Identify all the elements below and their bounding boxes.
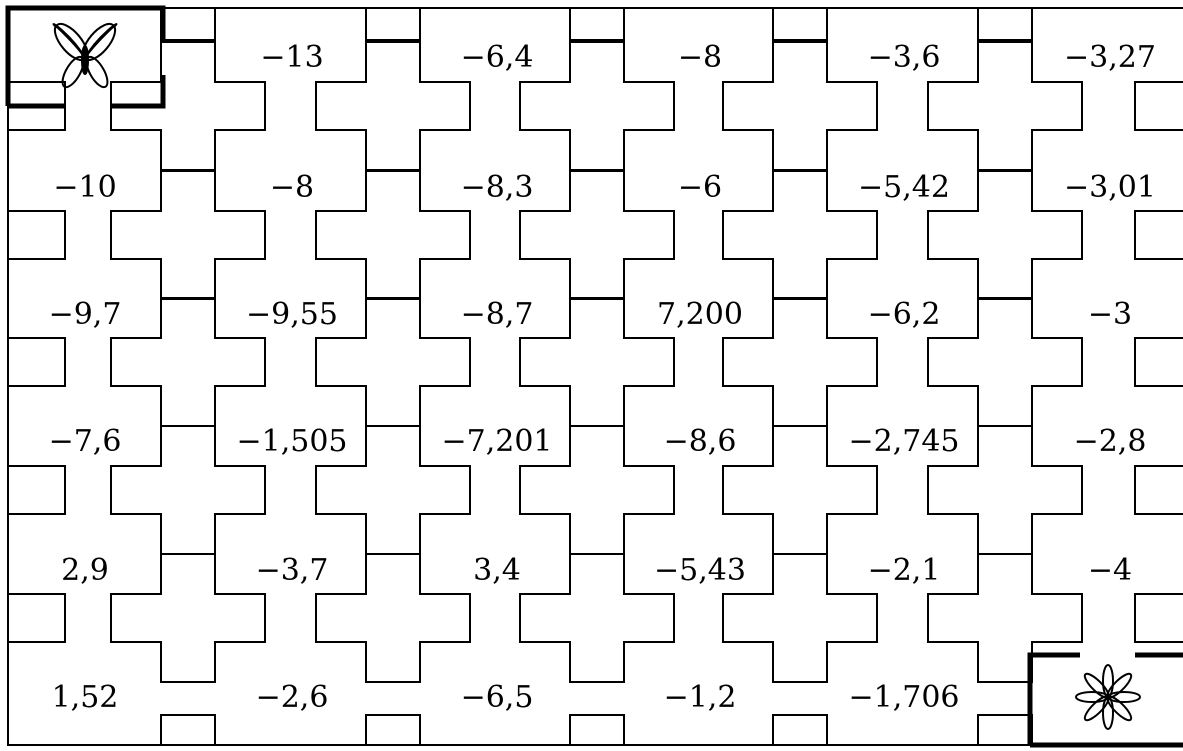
cell-value-r4-c0[interactable]: 2,9 <box>61 553 109 588</box>
cell-value-r5-c4[interactable]: −1,706 <box>848 680 959 715</box>
finish-cell-border <box>1027 652 1183 748</box>
cell-value-r5-c3[interactable]: −1,2 <box>664 680 737 715</box>
cell-value-r2-c4[interactable]: −6,2 <box>868 297 941 332</box>
cell-value-r1-c3[interactable]: −6 <box>678 170 722 205</box>
wall-edge-bottom <box>772 714 828 745</box>
wall-block <box>315 553 471 683</box>
cell-value-r5-c2[interactable]: −6,5 <box>461 680 534 715</box>
wall-edge-right <box>1134 337 1183 387</box>
cell-value-r3-c3[interactable]: −8,6 <box>664 424 737 459</box>
cell-value-r4-c3[interactable]: −5,43 <box>654 553 746 588</box>
cell-value-r0-c2[interactable]: −6,4 <box>461 40 534 75</box>
wall-block <box>519 297 675 427</box>
cell-value-r4-c2[interactable]: 3,4 <box>473 553 521 588</box>
cell-value-r5-c1[interactable]: −2,6 <box>256 680 329 715</box>
wall-block <box>722 297 878 427</box>
cell-value-r1-c4[interactable]: −5,42 <box>858 170 950 205</box>
wall-edge-top <box>772 8 828 41</box>
cell-value-r1-c0[interactable]: −10 <box>53 170 116 205</box>
finish-cell[interactable] <box>1027 652 1183 748</box>
cell-value-r3-c4[interactable]: −2,745 <box>848 424 959 459</box>
wall-block <box>927 297 1083 427</box>
wall-block <box>110 41 266 171</box>
wall-block <box>722 553 878 683</box>
wall-block <box>315 425 471 555</box>
cell-value-r0-c4[interactable]: −3,6 <box>868 40 941 75</box>
maze-outer-frame <box>7 7 1183 746</box>
wall-block <box>519 41 675 171</box>
maze-cells: −13 −6,4 −8 −3,6 −3,27 −10 −8 −8,3 −6 −5,42 −3,01 −… <box>49 40 1156 715</box>
wall-edge-bottom <box>569 714 625 745</box>
cell-value-r4-c5[interactable]: −4 <box>1088 553 1132 588</box>
wall-block <box>722 425 878 555</box>
wall-edge-left <box>8 337 66 387</box>
wall-block <box>519 170 675 300</box>
start-cell-border <box>5 5 166 109</box>
cell-value-r2-c5[interactable]: −3 <box>1088 297 1132 332</box>
wall-block <box>722 41 878 171</box>
cell-value-r0-c1[interactable]: −13 <box>260 40 323 75</box>
cell-value-r2-c1[interactable]: −9,55 <box>246 297 338 332</box>
wall-block <box>110 170 266 300</box>
wall-block <box>110 297 266 427</box>
wall-edge-bottom <box>977 714 1033 745</box>
flower-icon <box>1075 664 1141 730</box>
wall-edge-top <box>365 8 421 41</box>
wall-edge-top <box>977 8 1033 41</box>
cell-value-r3-c5[interactable]: −2,8 <box>1074 424 1147 459</box>
cell-value-r2-c3[interactable]: 7,200 <box>657 297 743 332</box>
wall-block <box>722 170 878 300</box>
cell-value-r3-c1[interactable]: −1,505 <box>236 424 347 459</box>
cell-value-r3-c0[interactable]: −7,6 <box>49 424 122 459</box>
cell-value-r0-c3[interactable]: −8 <box>678 40 722 75</box>
wall-edge-bottom <box>160 714 216 745</box>
wall-block <box>519 425 675 555</box>
wall-edge-left <box>8 593 66 643</box>
wall-edge-left <box>8 210 66 260</box>
butterfly-icon <box>52 22 118 89</box>
wall-block <box>927 170 1083 300</box>
wall-edge-right <box>1134 465 1183 515</box>
wall-block <box>315 297 471 427</box>
cell-value-r4-c4[interactable]: −2,1 <box>868 553 941 588</box>
wall-block <box>519 553 675 683</box>
wall-edge-right <box>1134 210 1183 260</box>
wall-edge-top <box>569 8 625 41</box>
wall-block <box>927 425 1083 555</box>
maze-walls <box>7 7 1183 746</box>
cell-value-r1-c1[interactable]: −8 <box>270 170 314 205</box>
cell-value-r0-c5[interactable]: −3,27 <box>1064 40 1156 75</box>
wall-block <box>110 425 266 555</box>
wall-block <box>315 41 471 171</box>
cell-value-r5-c0[interactable]: 1,52 <box>52 680 119 715</box>
wall-block <box>927 41 1083 171</box>
wall-edge-right <box>1134 81 1183 131</box>
cell-value-r1-c5[interactable]: −3,01 <box>1064 170 1156 205</box>
wall-edge-right <box>1134 593 1183 643</box>
wall-block <box>315 170 471 300</box>
cell-value-r4-c1[interactable]: −3,7 <box>256 553 329 588</box>
wall-block <box>927 553 1083 683</box>
wall-edge-left <box>8 465 66 515</box>
wall-edge-bottom <box>365 714 421 745</box>
cell-value-r1-c2[interactable]: −8,3 <box>461 170 534 205</box>
wall-block <box>110 553 266 683</box>
cell-value-r2-c0[interactable]: −9,7 <box>49 297 122 332</box>
cell-value-r3-c2[interactable]: −7,201 <box>441 424 552 459</box>
start-cell[interactable] <box>5 5 166 109</box>
cell-value-r2-c2[interactable]: −8,7 <box>461 297 534 332</box>
